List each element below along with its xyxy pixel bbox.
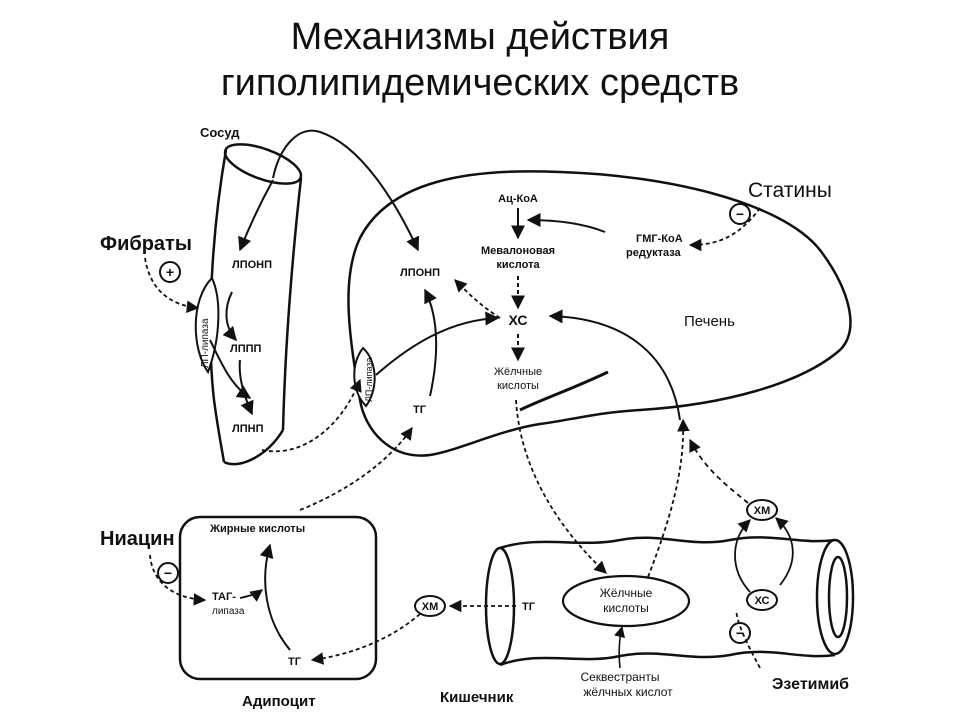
statins-minus-sign: − — [736, 206, 744, 222]
tg-liver-label: ТГ — [413, 404, 427, 416]
fibrates-plus-badge — [159, 261, 181, 283]
arrow-tg-to-vldl — [424, 288, 438, 397]
tg-adipocyte-label: ТГ — [288, 656, 302, 668]
lpl-vessel-label: ЛП-липаза — [200, 318, 211, 368]
arrow-chol-to-hm-intestine — [734, 519, 751, 593]
arrow-fatty-to-liver-tg — [299, 426, 413, 511]
lpl-liver-label: ЛП-липаза — [364, 357, 374, 402]
title-line-1: Механизмы действия — [290, 16, 670, 58]
fibrates-label: Фибраты — [100, 233, 192, 255]
tag-lipase-label-1: ТАГ- — [212, 591, 236, 603]
mevalonic-label-2: кислота — [496, 259, 540, 271]
fibrates-plus-sign: + — [166, 264, 174, 280]
arrow-hm-to-adipocyte-tg — [310, 613, 421, 665]
ezetimibe-minus-badge — [729, 622, 751, 644]
tag-lipase-label-2: липаза — [212, 606, 245, 617]
fibrates-arrow — [144, 257, 200, 314]
arrow-ldl-to-liver — [261, 378, 362, 453]
statins-minus-badge — [729, 203, 751, 225]
slide-title: Механизмы действия гиполипидемических ср… — [0, 14, 960, 106]
arrow-liver-bile-to-intestine — [515, 399, 607, 574]
cholesterol-intestine-node — [746, 589, 778, 611]
liver-label: Печень — [684, 313, 735, 330]
arrow-vldl-to-idl — [222, 291, 237, 342]
arrow-vessel-to-vldl — [238, 179, 274, 252]
arrow-lpl-to-chol — [375, 311, 500, 376]
arrow-tg-to-fatty — [259, 543, 291, 651]
acetyl-coa-label: Ац-КоА — [498, 193, 538, 205]
sequestrants-arrow — [614, 625, 625, 669]
ezetimibe-label: Эзетимиб — [772, 676, 849, 693]
chylomicron-adipo-node — [414, 595, 446, 617]
arrow-hmg-to-pathway — [526, 213, 606, 233]
arrow-idl-to-ldl — [238, 359, 254, 416]
niacin-minus-badge — [157, 562, 179, 584]
adipocyte-label: Адипоцит — [242, 693, 316, 710]
bile-acids-intestine-node — [561, 574, 691, 628]
sequestrants-label-2: жёлчных кислот — [583, 685, 673, 699]
niacin-arrow — [149, 554, 207, 606]
tg-intestine-label: ТГ — [522, 601, 536, 613]
liver-inner-fold — [519, 370, 609, 412]
idl-label: ЛППП — [230, 343, 262, 355]
chylomicron-adipo-label: ХМ — [422, 601, 439, 613]
fatty-acids-label: Жирные кислоты — [209, 523, 305, 535]
vldl-vessel-label: ЛПОНП — [232, 259, 272, 271]
sequestrants-label-1: Секвестранты — [580, 670, 659, 684]
arrow-chm-to-chol — [548, 309, 681, 421]
adipocyte-box — [178, 515, 378, 681]
arrow-chol-to-vldl — [454, 279, 501, 319]
arrow-intestine-bile-to-liver — [647, 418, 690, 578]
hmg-coa-label-2: редуктаза — [626, 247, 682, 259]
ezetimibe-arrow — [735, 609, 761, 669]
liver-shape — [347, 170, 852, 457]
bile-acids-intestine-label-2: кислоты — [603, 601, 649, 615]
vessel-liver-loop — [272, 129, 420, 252]
statins-label: Статины — [748, 179, 832, 202]
bile-acids-liver-label-2: кислоты — [497, 380, 539, 392]
arrow-lumen-chol-to-hm — [775, 517, 794, 586]
vldl-liver-label: ЛПОНП — [400, 267, 440, 279]
vessel-label: Сосуд — [200, 125, 240, 140]
bile-acids-intestine-label-1: Жёлчные — [600, 586, 653, 600]
arrow-hm-to-liver — [689, 438, 749, 504]
cholesterol-liver-label: ХС — [509, 312, 528, 328]
title-line-2: гиполипидемических средств — [220, 62, 740, 104]
niacin-label: Ниацин — [100, 528, 175, 550]
statins-arrow — [688, 207, 761, 252]
vessel-shape — [209, 143, 303, 466]
arrow-lpl-to-idl — [209, 339, 252, 399]
intestine-shape — [484, 536, 855, 667]
arrow-tag-to-fatty — [239, 589, 264, 602]
hmg-coa-label-1: ГМГ-КоА — [636, 233, 683, 245]
ldl-vessel-label: ЛПНП — [232, 423, 264, 435]
niacin-minus-sign: − — [164, 565, 172, 581]
intestine-label: Кишечник — [440, 689, 514, 706]
bile-acids-liver-label-1: Жёлчные — [494, 366, 542, 378]
chylomicron-intestine-node — [746, 499, 778, 521]
ezetimibe-minus-sign: − — [736, 625, 744, 641]
chylomicron-intestine-label: ХМ — [754, 505, 771, 517]
cholesterol-intestine-label: ХС — [755, 595, 770, 607]
mevalonic-label-1: Мевалоновая — [481, 245, 555, 257]
